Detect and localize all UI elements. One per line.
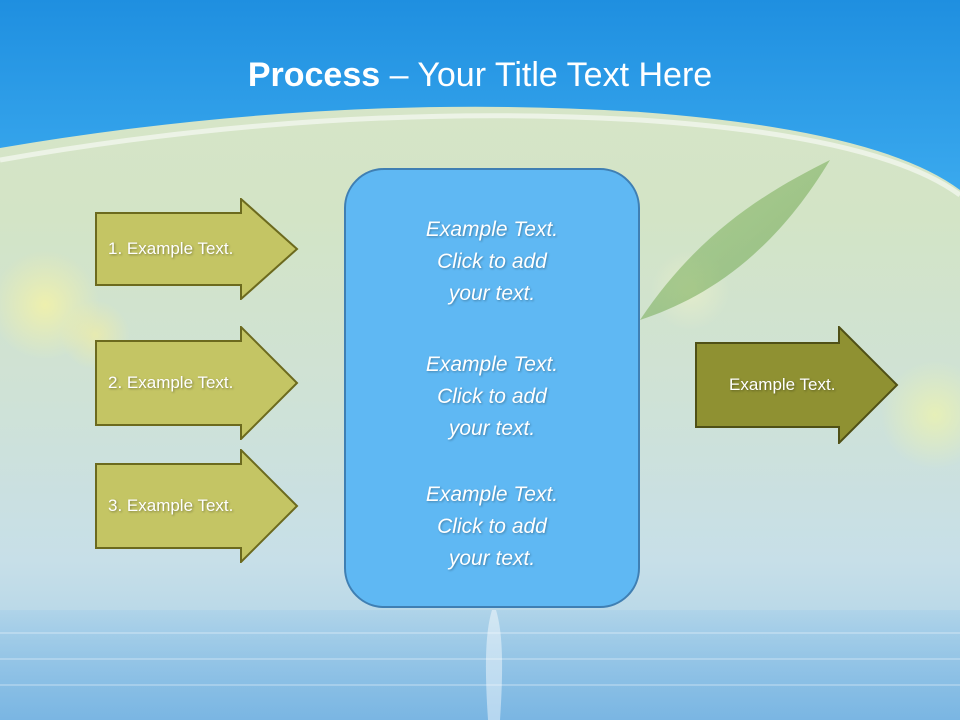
item-line: Click to add [437, 515, 547, 538]
left-arrow-1-label: 1. Example Text. [108, 239, 234, 258]
right-arrow-label: Example Text. [729, 375, 836, 394]
left-arrow-3-label: 3. Example Text. [108, 496, 234, 515]
leaf-shape [640, 160, 830, 320]
center-item-2[interactable]: Example Text. Click to add your text. [346, 349, 638, 445]
title-rest: – Your Title Text Here [380, 56, 713, 94]
item-line: your text. [448, 417, 536, 440]
right-arrow[interactable]: Example Text. [695, 326, 899, 444]
center-item-1[interactable]: Example Text. Click to add your text. [346, 214, 638, 310]
water-surface [0, 610, 960, 720]
left-arrow-2-label: 2. Example Text. [108, 373, 234, 392]
left-arrow-1[interactable]: 1. Example Text. [95, 198, 299, 300]
center-item-3[interactable]: Example Text. Click to add your text. [346, 479, 638, 575]
item-line: Example Text. [425, 353, 559, 376]
slide-title: Process – Your Title Text Here [0, 54, 960, 96]
item-line: Click to add [437, 385, 547, 408]
center-text-box[interactable]: Example Text. Click to add your text. Ex… [344, 168, 640, 608]
item-line: Click to add [437, 250, 547, 273]
left-arrow-2[interactable]: 2. Example Text. [95, 326, 299, 440]
item-line: Example Text. [425, 218, 559, 241]
title-bold: Process [247, 56, 381, 94]
water-drop [485, 610, 503, 720]
item-line: Example Text. [425, 483, 559, 506]
item-line: your text. [448, 547, 536, 570]
item-line: your text. [448, 282, 536, 305]
left-arrow-3[interactable]: 3. Example Text. [95, 449, 299, 563]
